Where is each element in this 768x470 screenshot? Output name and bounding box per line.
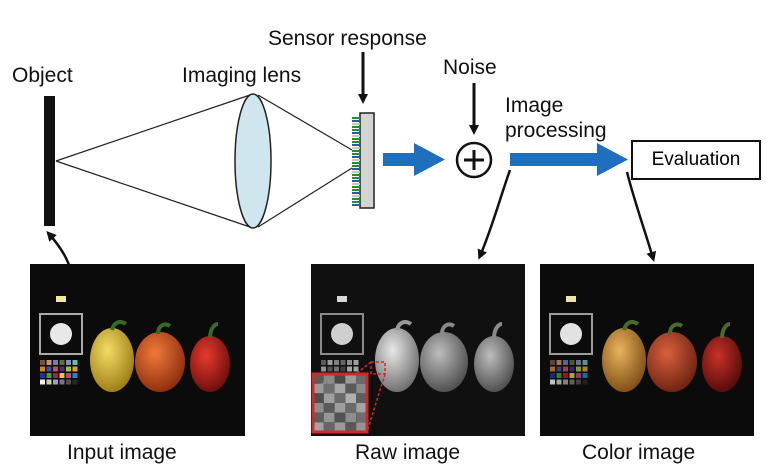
to-color-image-arrow: [625, 171, 657, 262]
raw-image-caption: Raw image: [355, 441, 461, 464]
image-processing-label-line2: processing: [505, 119, 607, 142]
sensor-response-label: Sensor response: [268, 27, 427, 50]
object-label: Object: [12, 64, 73, 87]
input-image-caption: Input image: [67, 441, 177, 464]
flow-arrow-2: [510, 143, 628, 176]
color-image-photo: [540, 264, 754, 436]
biconvex-lens-icon: [234, 93, 272, 229]
light-rays: [55, 94, 353, 228]
evaluation-box: Evaluation: [631, 140, 761, 180]
raw-zoom-inset: [311, 372, 369, 434]
input-image-photo: [30, 264, 245, 436]
circled-plus-icon: [455, 141, 493, 179]
crop-source-box: [370, 361, 386, 375]
to-raw-image-arrow: [477, 169, 512, 260]
input-to-object-arrow: [46, 231, 72, 269]
color-image-caption: Color image: [582, 441, 696, 464]
imaging-lens-label: Imaging lens: [182, 64, 302, 87]
flow-arrow-1: [383, 143, 445, 176]
sensor-array-icon: [352, 112, 375, 209]
raw-image-photo: [311, 264, 525, 436]
image-processing-label-line1: Image: [505, 94, 564, 117]
noise-label: Noise: [443, 56, 497, 79]
object-bar: [44, 96, 55, 226]
